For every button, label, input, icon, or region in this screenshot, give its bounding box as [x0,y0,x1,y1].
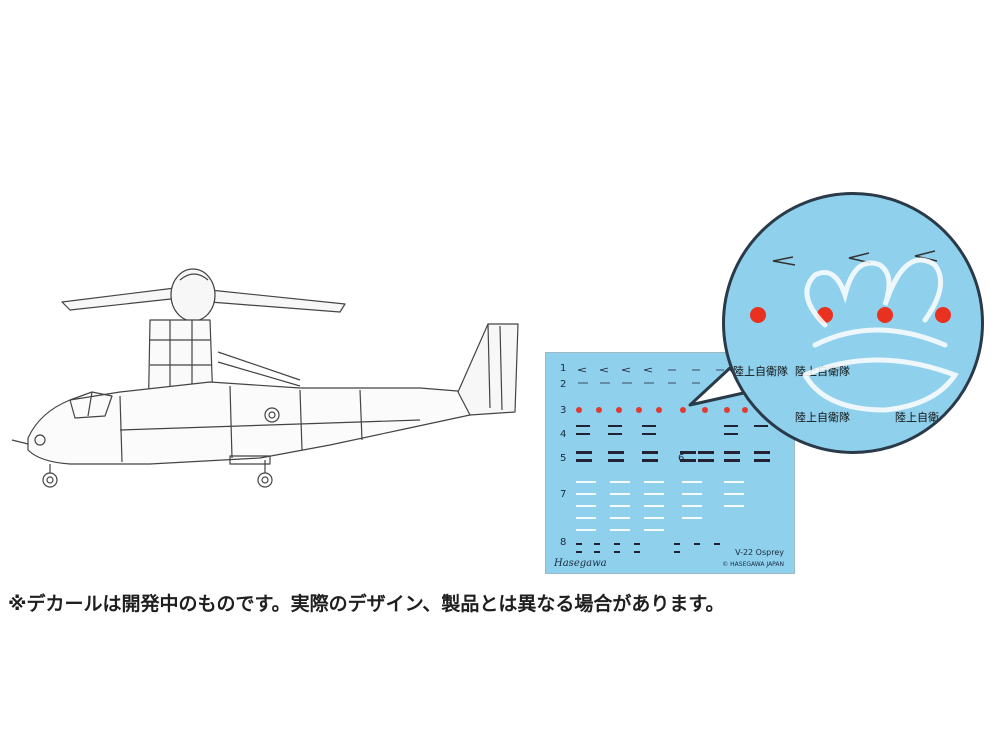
row-number: 7 [560,489,567,500]
signature: Hasegawa [554,558,607,569]
hinomaru-dot [576,407,582,413]
hinomaru-dot [680,407,686,413]
small-marks-rows [577,367,726,384]
hinomaru-dot [750,307,766,323]
hinomaru-dot [616,407,622,413]
row-number: 6 [678,453,685,464]
jgsdf-label: 陸上自衛隊 [733,365,788,378]
hinomaru-dot [596,407,602,413]
hinomaru-dot [935,307,951,323]
hinomaru-dot [724,407,730,413]
sheet-name: V-22 Osprey [735,548,784,557]
disclaimer-text: ※デカールは開発中のものです。実際のデザイン、製品とは異なる場合があります。 [8,593,725,615]
hinomaru-dot [877,307,893,323]
row-number: 5 [560,453,567,464]
hinomaru-dot [702,407,708,413]
hinomaru-dot [656,407,662,413]
decal-text-marks [576,425,770,553]
row-number: 3 [560,405,567,416]
hinomaru-dot [636,407,642,413]
row-number: 4 [560,429,567,440]
hinomaru-dot [742,407,748,413]
row-number: 1 [560,363,567,374]
jgsdf-label: 陸上自衛 [895,411,939,424]
row-number: 2 [560,379,567,390]
row-number: 8 [560,537,567,548]
decal-zoom-circle: 陸上自衛隊 陸上自衛隊 陸上自衛隊 陸上自衛 [722,192,984,454]
osprey-line-drawing [11,268,519,488]
crown-watermark-icon [802,257,959,413]
copyright-text: © HASEGAWA JAPAN [722,561,784,568]
jgsdf-label: 陸上自衛隊 [795,411,850,424]
